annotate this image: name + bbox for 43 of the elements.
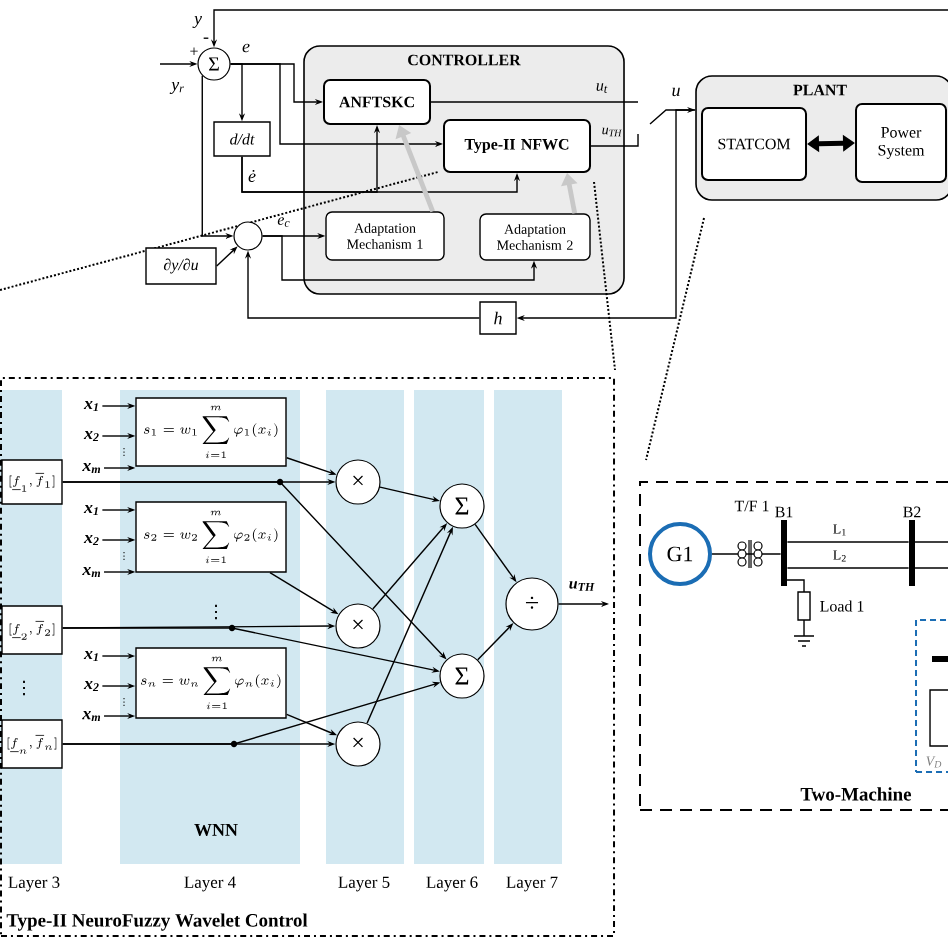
text-label: Layer 6: [426, 876, 478, 892]
input-label: x$_{2}$: [83, 680, 99, 692]
text-label: Layer 7: [506, 876, 558, 892]
text-label: Layer 5: [338, 876, 390, 892]
gain-box: h: [479, 301, 517, 335]
product-node: ×: [335, 603, 381, 649]
text-label: ⋮: [215, 604, 217, 620]
summing-junction: Σ: [197, 47, 231, 81]
edge-label: y$_{r}$: [169, 81, 184, 95]
summing-junction: [233, 221, 263, 251]
input-label: x$_{2}$: [83, 430, 99, 442]
wavelet-box: $s_n = w_n\sum_{i=1}^{m}\varphi_n(x_i)$: [135, 647, 287, 719]
sum-node: Σ: [439, 653, 485, 699]
connector-line: [786, 567, 910, 569]
edge-label: u: [672, 87, 680, 97]
input-label: x$_{m}$: [82, 566, 101, 578]
firing-strength-box: $[\underline{f}_2,\overline{f}_2]$: [1, 605, 63, 655]
wavelet-box: $s_1 = w_1\sum_{i=1}^{m}\varphi_1(x_i)$: [135, 397, 287, 467]
product-node: ×: [335, 459, 381, 505]
text-label: e: [242, 43, 250, 53]
division-node: ÷: [505, 577, 559, 631]
text-label: ⋮: [23, 680, 25, 696]
connector-line: [711, 553, 782, 555]
text-label: WNN: [194, 824, 238, 836]
firing-strength-box: $[\underline{f}_1,\overline{f}_1]$: [1, 459, 63, 505]
firing-strength-box: $[\underline{f}_n,\overline{f}_n]$: [1, 719, 63, 769]
product-node: ×: [335, 721, 381, 767]
input-label: x$_{1}$: [83, 504, 98, 516]
edge-label: ė: [248, 169, 256, 183]
input-label: x$_{1}$: [83, 400, 98, 412]
edge-label: y: [192, 15, 202, 29]
connector-line: [590, 133, 639, 147]
text-label: Layer 4: [184, 876, 236, 892]
sum-node: Σ: [439, 483, 485, 529]
input-label: x$_{1}$: [83, 650, 98, 662]
input-label: x$_{2}$: [83, 534, 99, 546]
text-label: -: [203, 37, 209, 39]
connector-line: [430, 101, 639, 103]
input-label: x$_{m}$: [82, 710, 101, 722]
connector-line: [786, 541, 910, 543]
text-label: Layer 3: [8, 876, 60, 892]
input-label: x$_{m}$: [82, 462, 101, 474]
wavelet-box: $s_2 = w_2\sum_{i=1}^{m}\varphi_2(x_i)$: [135, 501, 287, 573]
